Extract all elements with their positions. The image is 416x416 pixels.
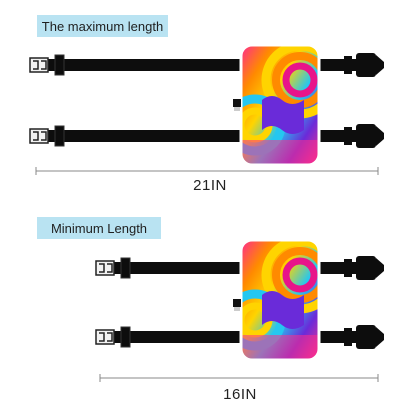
bottom-right-buckle-lower <box>356 325 384 349</box>
top-pouch <box>233 43 321 167</box>
bottom-upper-strap <box>110 262 365 274</box>
max-length-label: The maximum length <box>37 15 168 37</box>
min-length-label: Minimum Length <box>37 217 161 239</box>
bottom-lower-slider <box>120 326 131 348</box>
bottom-lower-strap <box>110 331 365 343</box>
top-left-buckle-upper <box>29 57 49 73</box>
top-left-buckle-lower <box>29 128 49 144</box>
top-belt-assembly <box>29 43 384 167</box>
max-length-value: 21IN <box>193 177 227 194</box>
max-length-measurement: 21IN <box>180 177 240 194</box>
top-dimension-line <box>35 167 379 175</box>
top-right-slider-upper <box>344 56 352 74</box>
top-upper-slider <box>54 54 65 76</box>
bottom-left-buckle-upper <box>95 260 115 276</box>
bottom-right-slider-upper <box>344 259 352 277</box>
bottom-right-slider-lower <box>344 328 352 346</box>
top-lower-slider <box>54 125 65 147</box>
max-length-text: The maximum length <box>41 18 164 34</box>
bottom-dimension-line <box>99 374 379 382</box>
bottom-right-buckle-upper <box>356 256 384 280</box>
bottom-zipper-pull <box>233 299 241 307</box>
bottom-belt-assembly <box>95 238 384 362</box>
bottom-pouch <box>233 238 321 362</box>
min-length-value: 16IN <box>223 386 257 403</box>
bottom-left-buckle-lower <box>95 329 115 345</box>
top-zipper-pull <box>233 99 241 107</box>
min-length-measurement: 16IN <box>210 386 270 403</box>
bottom-upper-slider <box>120 257 131 279</box>
top-right-buckle-lower <box>356 124 384 148</box>
min-length-text: Minimum Length <box>50 220 148 236</box>
top-right-slider-lower <box>344 127 352 145</box>
top-right-buckle-upper <box>356 53 384 77</box>
